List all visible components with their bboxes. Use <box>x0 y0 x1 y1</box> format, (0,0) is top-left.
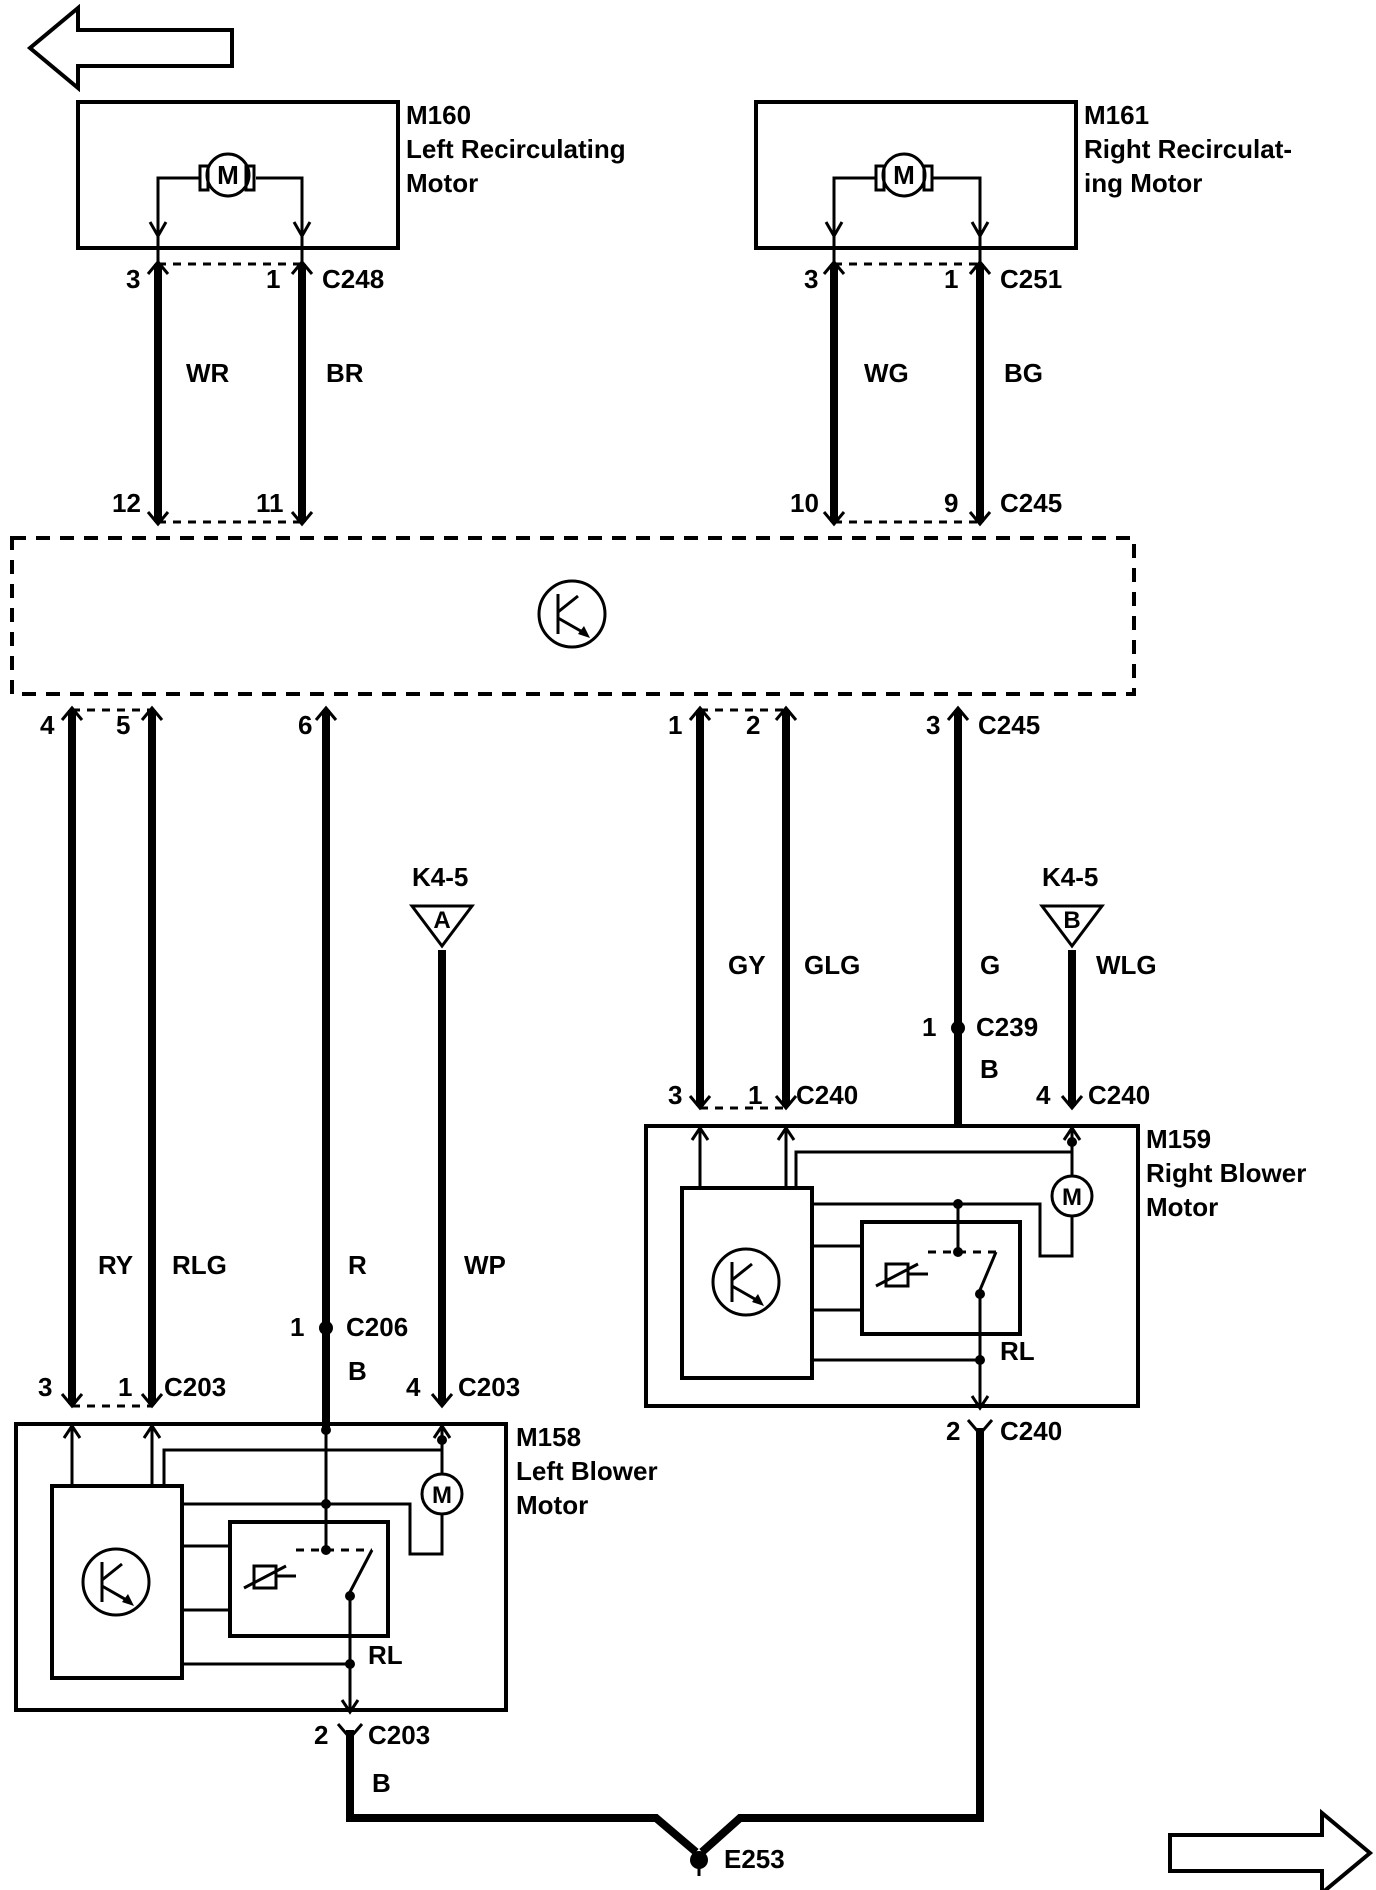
wire-label-br: BR <box>326 358 364 388</box>
connector-c240-top-left: C240 <box>796 1080 858 1110</box>
m160-motor-symbol: M <box>217 160 239 190</box>
wire-wg <box>822 259 846 527</box>
wire-glg <box>774 705 798 1111</box>
connector-c239: C239 <box>976 1012 1038 1042</box>
wire-ry <box>60 705 84 1409</box>
wire-g <box>946 705 970 1128</box>
wire-wr <box>146 259 170 527</box>
wire-label-ry: RY <box>98 1250 133 1280</box>
power-label-right: K4-5 <box>1042 862 1098 892</box>
pin-c245-12: 12 <box>112 488 141 518</box>
wire-label-b-right: B <box>980 1054 999 1084</box>
climate-control-module <box>10 536 1136 696</box>
pin-c203-4: 4 <box>406 1372 421 1402</box>
previous-page-arrow[interactable] <box>26 3 234 93</box>
connector-c245-bottom: C245 <box>978 710 1040 740</box>
pin-c203-3: 3 <box>38 1372 52 1402</box>
m160-name-line2: Motor <box>406 168 478 198</box>
power-label-left: K4-5 <box>412 862 468 892</box>
pin-c245-3: 3 <box>926 710 940 740</box>
wire-wlg <box>1060 950 1084 1111</box>
m161-name-line1: Right Recirculat- <box>1084 134 1292 164</box>
m159-id: M159 <box>1146 1124 1211 1154</box>
m161-right-recirculating-motor: M <box>754 100 1078 262</box>
pin-c248-1: 1 <box>266 264 280 294</box>
wire-label-wlg: WLG <box>1096 950 1157 980</box>
m160-id: M160 <box>406 100 471 130</box>
connector-c240-top-right: C240 <box>1088 1080 1150 1110</box>
connector-c203-bottom: C203 <box>368 1720 430 1750</box>
wire-label-b-ground: B <box>372 1768 391 1798</box>
pin-c251-3: 3 <box>804 264 818 294</box>
power-letter-left: A <box>433 907 450 934</box>
pin-c203-1: 1 <box>118 1372 132 1402</box>
wire-rlg <box>140 705 164 1409</box>
connector-c251: C251 <box>1000 264 1062 294</box>
power-letter-right: B <box>1063 907 1080 934</box>
pin-c245-6: 6 <box>298 710 312 740</box>
ground-e253: E253 <box>724 1844 785 1874</box>
wire-label-rlg: RLG <box>172 1250 227 1280</box>
pin-c206-1: 1 <box>290 1312 304 1342</box>
m161-id: M161 <box>1084 100 1149 130</box>
connector-c245-top: C245 <box>1000 488 1062 518</box>
pin-c240-3: 3 <box>668 1080 682 1110</box>
m158-left-blower-motor: M <box>14 1422 508 1715</box>
connector-c240-bottom: C240 <box>1000 1416 1062 1446</box>
connector-c206: C206 <box>346 1312 408 1342</box>
m158-name-line2: Motor <box>516 1490 588 1520</box>
pin-c251-1: 1 <box>944 264 958 294</box>
wire-label-glg: GLG <box>804 950 860 980</box>
pin-c245-5: 5 <box>116 710 130 740</box>
ground-wire <box>346 1428 984 1876</box>
power-source-k4-5-b <box>1039 904 1105 949</box>
pin-c240-1: 1 <box>748 1080 762 1110</box>
pin-c245-10: 10 <box>790 488 819 518</box>
m158-id: M158 <box>516 1422 581 1452</box>
pin-c245-4: 4 <box>40 710 55 740</box>
pin-c245-1: 1 <box>668 710 682 740</box>
wire-label-r: R <box>348 1250 367 1280</box>
m158-motor-symbol: M <box>432 1482 452 1509</box>
pin-c240-4: 4 <box>1036 1080 1051 1110</box>
pin-c245-9: 9 <box>944 488 958 518</box>
next-page-arrow[interactable] <box>1168 1808 1374 1890</box>
connector-c203-top-left: C203 <box>164 1372 226 1402</box>
wire-label-wp: WP <box>464 1250 506 1280</box>
pin-c245-11: 11 <box>256 488 284 518</box>
m158-name-line1: Left Blower <box>516 1456 658 1486</box>
wire-label-bg: BG <box>1004 358 1043 388</box>
wire-label-wr: WR <box>186 358 230 388</box>
pin-c203-2: 2 <box>314 1720 328 1750</box>
m161-motor-symbol: M <box>893 160 915 190</box>
wire-label-rl-right: RL <box>1000 1336 1035 1366</box>
connector-c203-top-right: C203 <box>458 1372 520 1402</box>
pin-c239-1: 1 <box>922 1012 936 1042</box>
wire-wp <box>430 950 454 1409</box>
wire-label-rl-left: RL <box>368 1640 403 1670</box>
wire-label-gy: GY <box>728 950 766 980</box>
connector-c248: C248 <box>322 264 384 294</box>
wire-r <box>314 705 338 1428</box>
m159-motor-symbol: M <box>1062 1184 1082 1211</box>
power-source-k4-5-a <box>409 904 475 949</box>
m159-right-blower-motor: M <box>644 1124 1140 1411</box>
pin-c240-2: 2 <box>946 1416 960 1446</box>
wire-label-g: G <box>980 950 1000 980</box>
wire-gy <box>688 705 712 1111</box>
m159-name-line1: Right Blower <box>1146 1158 1306 1188</box>
pin-c248-3: 3 <box>126 264 140 294</box>
m160-name-line1: Left Recirculating <box>406 134 626 164</box>
wire-label-b-left: B <box>348 1356 367 1386</box>
wire-br <box>290 259 314 527</box>
wire-bg <box>968 259 992 527</box>
m159-name-line2: Motor <box>1146 1192 1218 1222</box>
wire-label-wg: WG <box>864 358 909 388</box>
m161-name-line2: ing Motor <box>1084 168 1202 198</box>
m160-left-recirculating-motor: M <box>76 100 400 262</box>
pin-c245-2: 2 <box>746 710 760 740</box>
